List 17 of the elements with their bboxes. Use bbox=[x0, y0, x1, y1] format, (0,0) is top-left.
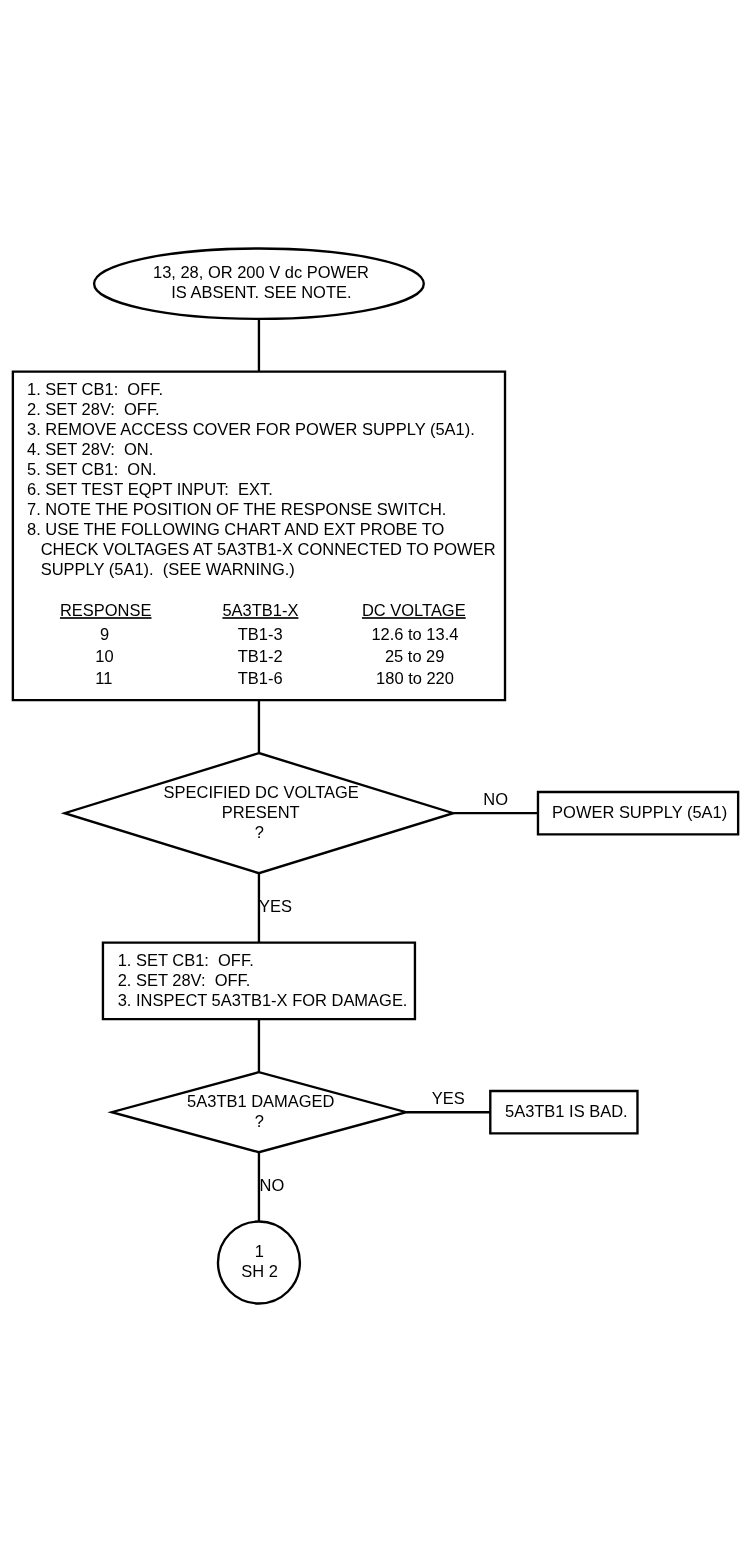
connector bbox=[257, 319, 261, 372]
edge-label: YES bbox=[431, 1089, 465, 1108]
node-circle: 1 SH 2 bbox=[216, 1220, 302, 1305]
connector bbox=[453, 811, 538, 815]
connector bbox=[406, 1111, 491, 1114]
node-box: POWER SUPPLY (5A1) bbox=[536, 790, 740, 836]
node-box: 1. SET CB1: OFF. 2. SET 28V: OFF. 3. INSPECT 5A3TB1-X FOR DAMAGE. bbox=[101, 941, 417, 1021]
edge-label: NO bbox=[259, 1176, 285, 1195]
connector bbox=[257, 1019, 261, 1073]
connector bbox=[257, 1152, 261, 1222]
edge-label: NO bbox=[483, 790, 508, 809]
node-box: 5A3TB1 IS BAD. bbox=[489, 1089, 639, 1135]
node-box: 1. SET CB1: OFF. 2. SET 28V: OFF. 3. REMOVE ACCESS COVER FOR POWER SUPPLY (5A1). 4. SET 28V: ON. 5. SET CB1: ON. 6. SET TEST EQPT INPUT: EXT. 7. NOTE THE POSITION OF THE RESPONSE SWITCH. 8. USE THE FOLLOWING CHART AND EXT PROBE TO CHECK VOLTAGES AT 5A3TB1-X CONNECTED TO POWER SUPPLY (5A1). (SEE WARNING.) RESPONSE 5A3TB1-X DC VOLTAGE 9 TB1-3 12.6 to 13.4 10 TB1-2 25 to 29 11 TB1-6 180 to 220 bbox=[11, 370, 507, 702]
connector bbox=[257, 700, 261, 753]
edge-label: YES bbox=[258, 897, 292, 916]
node-ellipse: 13, 28, OR 200 V dc POWER IS ABSENT. SEE NOTE. bbox=[92, 247, 425, 321]
connector bbox=[257, 873, 261, 943]
